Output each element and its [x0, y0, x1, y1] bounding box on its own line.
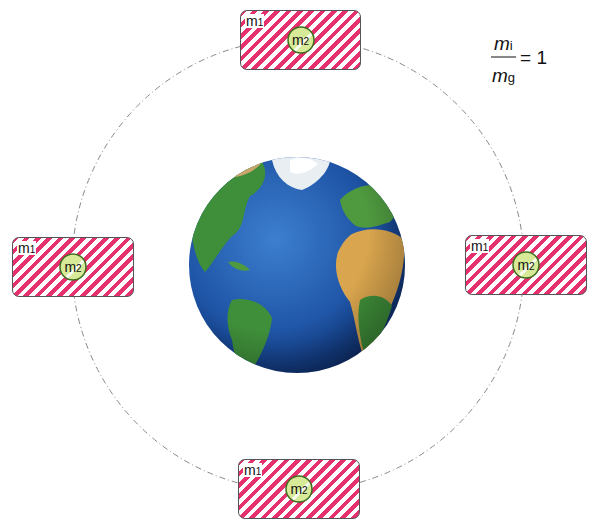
- mass-label: m1: [17, 241, 36, 255]
- mass-circle: m2: [287, 26, 315, 54]
- formula-numerator: mi: [494, 34, 513, 53]
- mass-label: m2: [290, 482, 307, 496]
- mass-label: m1: [245, 14, 264, 28]
- mass-circle: m2: [285, 475, 313, 503]
- mass-label: m2: [64, 260, 81, 274]
- fraction-bar: [491, 57, 516, 58]
- mass-label: m1: [243, 463, 262, 477]
- orbit: [72, 39, 524, 491]
- formula-value: = 1: [520, 48, 547, 67]
- earth: [189, 143, 405, 377]
- mass-label: m1: [470, 239, 489, 253]
- mass-circle: m2: [512, 251, 540, 279]
- mass-box: m1 m2: [240, 10, 361, 70]
- mass-label: m2: [292, 33, 309, 47]
- mass-box: m1 m2: [238, 459, 360, 519]
- formula-denominator: mg: [492, 66, 515, 85]
- mass-label: m2: [517, 258, 534, 272]
- mass-circle: m2: [59, 253, 87, 281]
- mass-box: m1 m2: [12, 237, 134, 297]
- mass-box: m1 m2: [465, 235, 587, 295]
